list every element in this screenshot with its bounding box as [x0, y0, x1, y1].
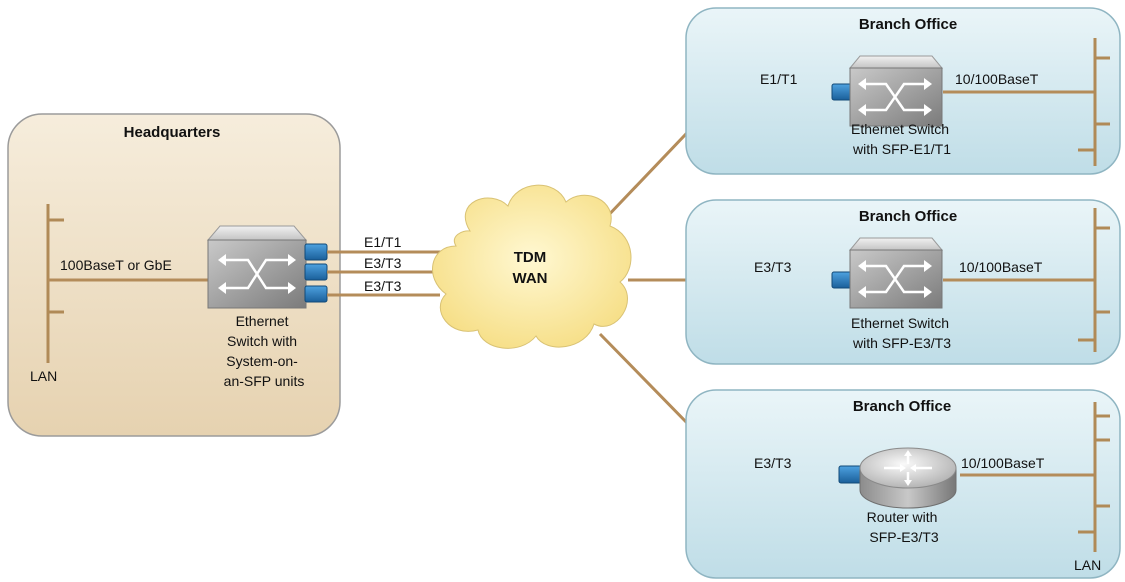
branch-lan-label: LAN — [1074, 557, 1101, 573]
branch-device-label-line: with SFP-E1/T1 — [852, 141, 951, 157]
branch-office-title: Branch Office — [859, 208, 957, 225]
router-icon — [859, 447, 957, 509]
hq-device-label-line: Ethernet — [236, 313, 289, 329]
branch-lan-link-label: 10/100BaseT — [959, 259, 1043, 275]
hq-lan-bus — [46, 204, 64, 363]
branch-lan-bus — [1078, 208, 1110, 352]
wan-link-label: E3/T3 — [364, 255, 402, 271]
branch-device-label-line: SFP-E3/T3 — [869, 529, 938, 545]
wan-link-label: E1/T1 — [364, 234, 402, 250]
branch-office-title: Branch Office — [853, 398, 951, 415]
hq-lan-label: LAN — [30, 368, 57, 384]
branch-lan-link-label: 10/100BaseT — [955, 71, 1039, 87]
cloud-label-line2: WAN — [513, 270, 548, 287]
hq-sfp-modules — [304, 243, 328, 303]
branch-device-label-line: Router with — [867, 509, 938, 525]
cloud-icon: TDM WAN — [432, 184, 632, 349]
hq-device-label-line: System-on- — [226, 353, 298, 369]
hq-device-label-line: Switch with — [227, 333, 297, 349]
branch-device-label: Ethernet Switch with SFP-E1/T1 — [851, 121, 953, 157]
branch-device-label-line: Ethernet Switch — [851, 121, 949, 137]
wan-link-label: E3/T3 — [364, 278, 402, 294]
branch-wan-label: E3/T3 — [754, 259, 792, 275]
wan-links: E1/T1 E3/T3 E3/T3 — [327, 234, 452, 297]
headquarters-box — [7, 113, 341, 437]
ethernet-switch-icon — [848, 55, 944, 127]
branch-device-label-line: with SFP-E3/T3 — [852, 335, 951, 351]
branch-wan-label: E1/T1 — [760, 71, 798, 87]
branch-lan-bus — [1078, 38, 1110, 166]
branch-office-1: Branch Office E1/T1 10/100BaseT — [685, 7, 1121, 175]
branch-device-label: Router with SFP-E3/T3 — [867, 509, 942, 545]
hq-device-label-line: an-SFP units — [224, 373, 305, 389]
branch-wan-label: E3/T3 — [754, 455, 792, 471]
hq-device-label: Ethernet Switch with System-on- an-SFP u… — [224, 313, 305, 389]
ethernet-switch-icon — [848, 237, 944, 309]
cloud-label-line1: TDM — [514, 249, 547, 266]
headquarters-group: Headquarters 100BaseT or GbE LAN — [7, 113, 341, 437]
branch-device-label: Ethernet Switch with SFP-E3/T3 — [851, 315, 953, 351]
hq-lan-link-label: 100BaseT or GbE — [60, 257, 172, 273]
branch-office-2: Branch Office E3/T3 10/100BaseT — [685, 199, 1121, 365]
headquarters-title: Headquarters — [124, 124, 221, 141]
sfp-module-icon — [838, 465, 864, 484]
branch-device-label-line: Ethernet Switch — [851, 315, 949, 331]
ethernet-switch-icon — [206, 225, 308, 309]
branch-office-title: Branch Office — [859, 16, 957, 33]
branch-lan-link-label: 10/100BaseT — [961, 455, 1045, 471]
branch-office-3: Branch Office E3/T3 10/100BaseT LAN — [685, 389, 1121, 579]
branch-lan-bus — [1078, 402, 1110, 552]
